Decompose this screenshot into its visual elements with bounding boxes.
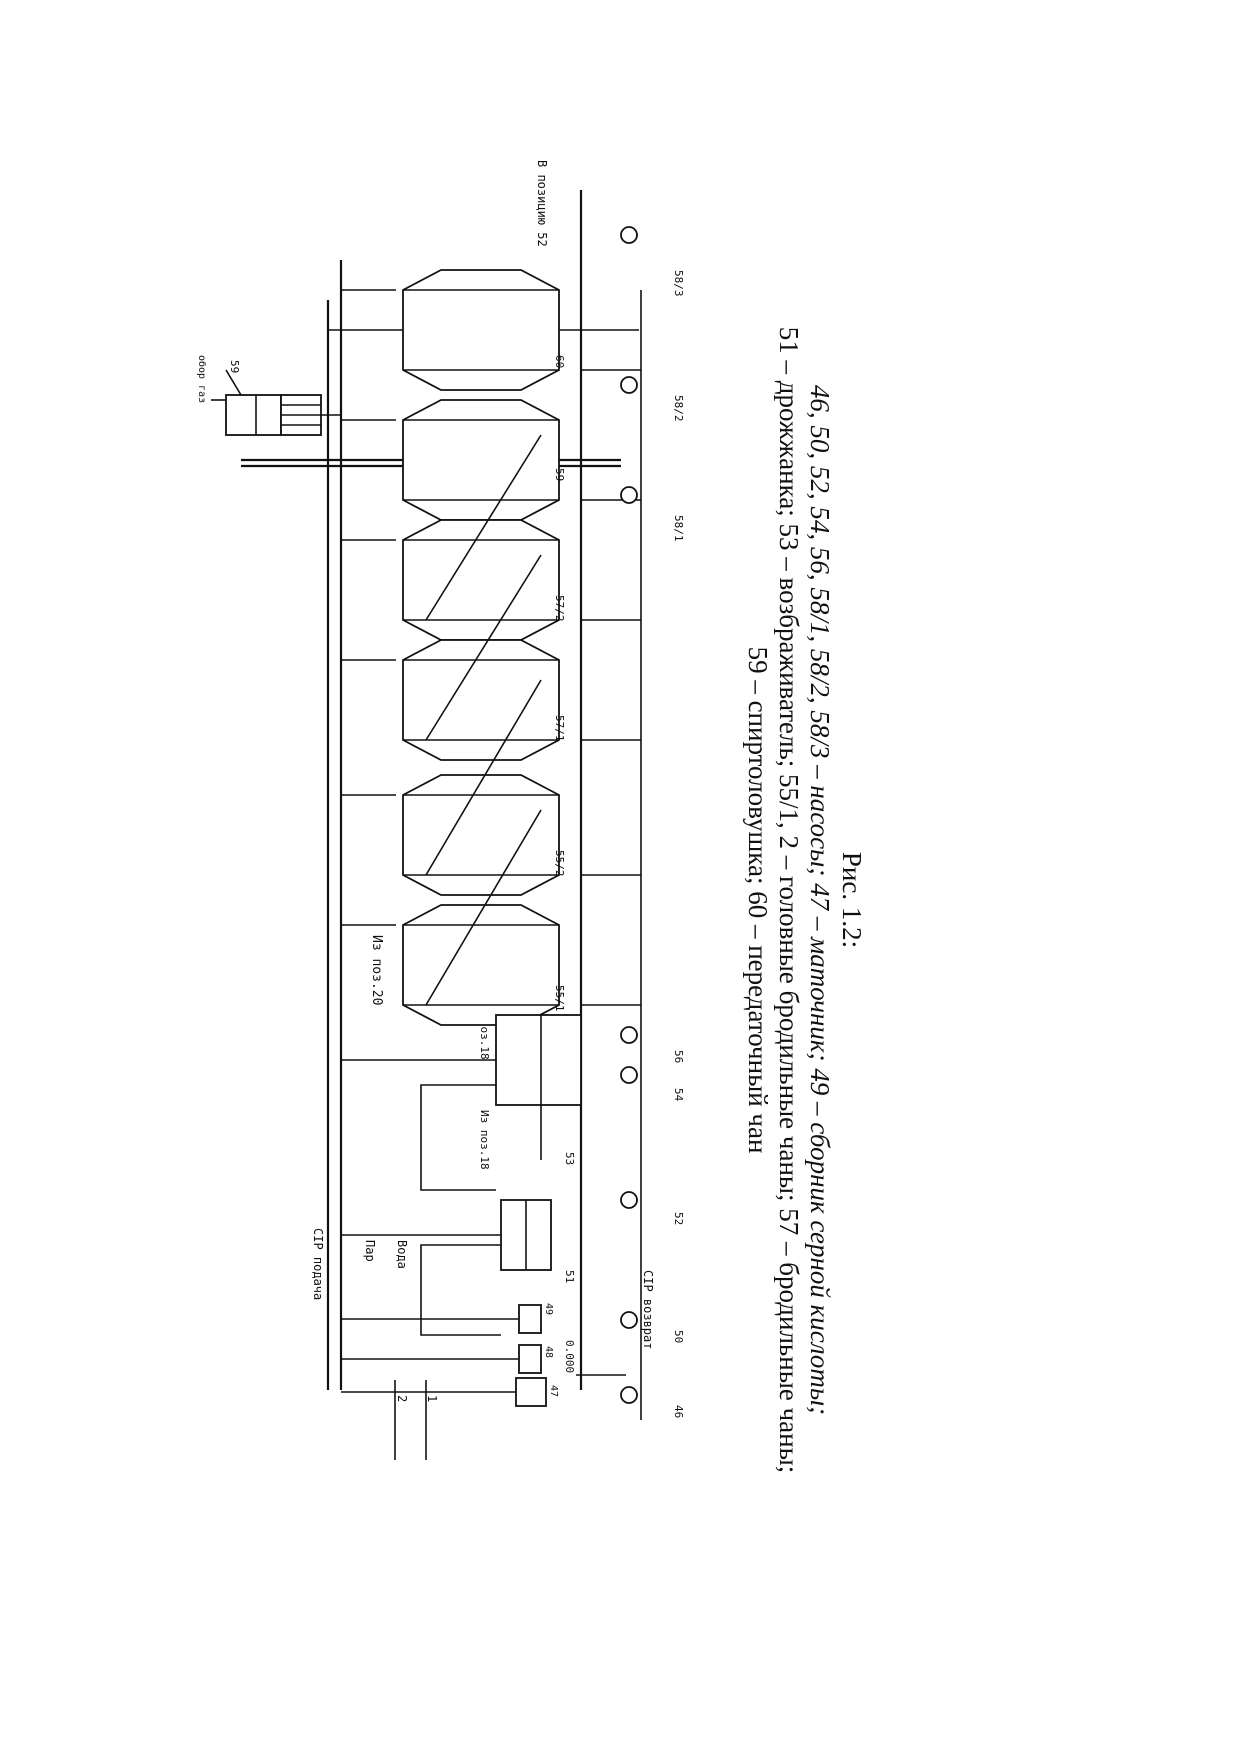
tank-49-label: 49: [543, 1303, 554, 1315]
fermenter-57-2: 57/2: [402, 519, 566, 641]
tank-59-shell: [402, 399, 560, 521]
tank-55-2-shell: [402, 774, 560, 896]
caption-title: Рис. 1.2:: [837, 852, 867, 948]
vent-label: обор газ: [196, 355, 208, 403]
tank-57-1-shell: [402, 639, 560, 761]
pump-58-1: [620, 486, 638, 504]
tank-53-shell: [495, 1014, 582, 1106]
pump-58-3-label: 58/3: [672, 270, 685, 297]
pump-58-2-label: 58/2: [672, 395, 685, 422]
tank-47-label: 47: [548, 1385, 559, 1397]
transfer-lines: [425, 434, 542, 1006]
pump-56: [620, 1026, 638, 1044]
fermenter-57-1: 57/1: [402, 639, 566, 761]
tank-60-label: 60: [553, 355, 566, 368]
cip-supply-label: CIP подача: [311, 1228, 325, 1300]
level-mark: 0.000: [563, 1340, 576, 1373]
fermenter-cip-drops: [341, 289, 641, 1006]
pump-50: [620, 1311, 638, 1329]
yeast-tank-51: 51: [341, 1199, 576, 1283]
caption-line-3: 59 – спиртоловушка; 60 – передаточный ча…: [743, 647, 773, 1154]
trap-59-label: 59: [228, 360, 241, 373]
pump-54-label: 54: [672, 1088, 685, 1102]
pump-46-label: 46: [672, 1405, 685, 1418]
tank-47-shell: [515, 1377, 547, 1407]
pump-58-2: [620, 376, 638, 394]
cip-return-label: CIP возврат: [641, 1270, 655, 1349]
rotated-figure: Рис. 1.2: 46, 50, 52, 54, 56, 58/1, 58/2…: [196, 160, 867, 1473]
tank-57-2-label: 57/2: [553, 595, 566, 622]
tank-55-1-label: 55/1: [553, 985, 566, 1012]
flow-labels: CIP подача CIP возврат В позицию 52 Из п…: [196, 160, 655, 1373]
legend: 1 Вода 2 Пар: [363, 1240, 439, 1460]
from-pos20-label: Из поз.20: [369, 935, 384, 1005]
tank-55-2-label: 55/2: [553, 850, 566, 877]
tank-53-label: 53: [563, 1152, 576, 1165]
legend-code-2: 2: [395, 1395, 409, 1402]
pump-52: [620, 1191, 638, 1209]
tank-49-shell: [518, 1304, 542, 1334]
tank-48-shell: [518, 1344, 542, 1374]
trap-59-body: [225, 394, 282, 436]
fermenter-55-1: 55/1: [402, 904, 566, 1026]
pump-56-label: 56: [672, 1050, 685, 1063]
acid-tank-49: 49: [341, 1303, 554, 1334]
pump-52-label: 52: [672, 1212, 685, 1225]
pump-50-label: 50: [672, 1330, 685, 1343]
spirit-trap-59: 59: [211, 360, 341, 436]
tank-59-label: 59: [553, 468, 566, 481]
tank-48: 48: [341, 1344, 554, 1374]
fermenter-55-2: 55/2: [402, 774, 566, 896]
pump-46: [620, 1386, 638, 1404]
fermenter-59: 59: [402, 399, 566, 521]
legend-label-steam: Пар: [363, 1240, 377, 1262]
pump-58-3: [620, 226, 638, 244]
tank-60-shell: [402, 269, 560, 391]
legend-code-1: 1: [425, 1395, 439, 1402]
legend-label-water: Вода: [395, 1240, 409, 1269]
pump-54: [620, 1066, 638, 1084]
tank-55-1-shell: [402, 904, 560, 1026]
pumps: 58/3 58/2 58/1 56 54 52 50 46: [620, 226, 685, 1418]
caption-line-1: 46, 50, 52, 54, 56, 58/1, 58/2, 58/3 – н…: [805, 385, 835, 1415]
tank-57-2-shell: [402, 519, 560, 641]
caption-line-2: 51 – дрожжанка; 53 – возбраживатель; 55/…: [774, 327, 804, 1473]
to-position-label: В позицию 52: [535, 160, 549, 247]
mother-tank-47: 47: [341, 1377, 559, 1407]
from-pos18-label-a: Из поз.18: [478, 1110, 491, 1170]
fermenter-60: 60: [329, 269, 639, 391]
figure-caption: Рис. 1.2: 46, 50, 52, 54, 56, 58/1, 58/2…: [743, 327, 867, 1473]
pump-58-1-label: 58/1: [672, 515, 685, 542]
small-vessel-loops: [420, 1084, 501, 1336]
tank-51-label: 51: [563, 1270, 576, 1283]
tank-57-1-label: 57/1: [553, 715, 566, 742]
prefermenter-53: 53: [341, 1014, 582, 1165]
tank-48-label: 48: [543, 1346, 554, 1358]
